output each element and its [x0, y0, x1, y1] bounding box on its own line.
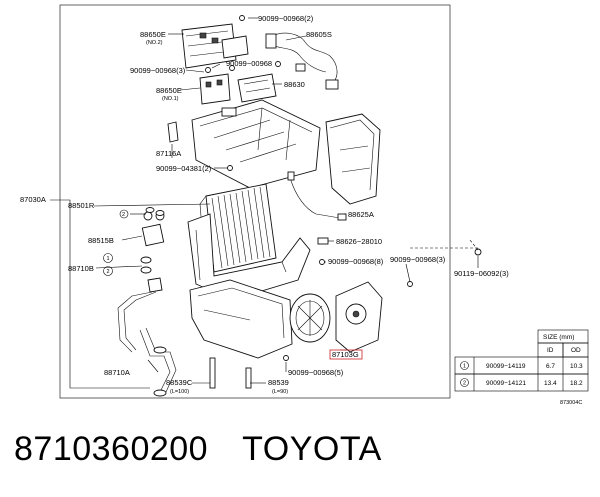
part-88650e-no2 [181, 23, 249, 69]
screws-top [205, 15, 281, 73]
label-87103g: 87103G [332, 350, 359, 359]
size-row1-ref: 1 [463, 364, 466, 370]
label-88710b: 88710B [68, 264, 94, 273]
size-row1-id: 6.7 [546, 363, 555, 370]
label-88650e-bot: 88650E [156, 86, 182, 95]
label-90119-06092-3: 90119−06092(3) [454, 269, 509, 278]
label-90099-00968-3a: 90099−00968(3) [130, 66, 186, 75]
label-90099-00968-3b: 90099−00968(3) [390, 255, 446, 264]
part-drain-tray [189, 279, 293, 359]
part-88605s-harness [265, 32, 339, 90]
screws-misc [227, 165, 482, 361]
label-88515b: 88515B [88, 236, 114, 245]
label-90099-00968-mid: 90099−00968 [226, 59, 272, 68]
label-87030a: 87030A [20, 195, 46, 204]
part-88626 [317, 237, 329, 245]
part-pipe-88710b [117, 277, 163, 353]
part-thermistor-88625a [287, 171, 347, 221]
part-87116a [167, 121, 179, 143]
part-expansion-valve-88515b [141, 211, 165, 247]
part-side-duct [325, 113, 381, 205]
label-87116a: 87116A [156, 149, 181, 158]
part-pipe-88710a [139, 327, 177, 397]
caption-part-number: 8710360200 [14, 430, 209, 468]
part-upper-case [191, 99, 321, 189]
label-88710a: 88710A [104, 368, 130, 377]
size-row2-part: 90099−14121 [486, 380, 526, 387]
label-88539c: 88539C [166, 378, 193, 387]
o-rings [140, 207, 165, 274]
label-88650e-top: 88650E [140, 30, 166, 39]
label-88630: 88630 [284, 80, 305, 89]
label-88650e-top-sub: (NO.2) [146, 40, 163, 46]
label-90099-00968-2: 90099−00968(2) [258, 14, 314, 23]
size-table: SIZE (mm) ID OD 1 90099−14119 6.7 10.3 2… [454, 329, 589, 392]
figure-code: 873004C [560, 400, 582, 406]
part-88650e-no1 [199, 73, 231, 105]
part-hose-88539 [245, 367, 252, 389]
size-table-title: SIZE (mm) [543, 334, 574, 341]
label-90099-00968-5: 90099−00968(5) [288, 368, 344, 377]
size-row2-id: 13.4 [544, 380, 557, 387]
part-88630 [237, 73, 277, 103]
size-row1-od: 10.3 [570, 363, 583, 370]
label-circ2-small: 2 [122, 212, 125, 218]
parts-diagram: 88650E (NO.2) 90099−00968(2) 88605S 9009… [20, 4, 589, 406]
label-88501r: 88501R [68, 201, 95, 210]
label-circ1: 1 [107, 256, 110, 262]
caption-brand: TOYOTA [242, 430, 382, 468]
part-caption: 8710360200 TOYOTA [14, 430, 382, 469]
label-88650e-bot-sub: (NO.1) [162, 96, 179, 102]
size-table-col-od: OD [571, 347, 581, 354]
label-88605s: 88605S [306, 30, 332, 39]
label-90099-00968-8: 90099−00968(8) [328, 257, 384, 266]
label-88626-28010: 88626−28010 [336, 237, 382, 246]
part-hose-88539c [209, 357, 216, 389]
label-90099-04381-2: 90099−04381(2) [156, 164, 212, 173]
label-88539: 88539 [268, 378, 289, 387]
part-labels: 88650E (NO.2) 90099−00968(2) 88605S 9009… [20, 14, 509, 395]
diagram-frame [59, 4, 451, 399]
part-blower-87103g [289, 281, 383, 353]
size-row2-od: 18.2 [570, 380, 583, 387]
size-table-col-id: ID [547, 347, 554, 354]
size-row1-part: 90099−14119 [486, 363, 526, 370]
label-circ2: 2 [107, 269, 110, 275]
label-88625a: 88625A [348, 210, 374, 219]
label-88539c-sub: (L=100) [170, 389, 189, 395]
label-88539-sub: (L=90) [272, 389, 288, 395]
leader-lines [50, 17, 480, 389]
size-row2-ref: 2 [463, 381, 466, 387]
